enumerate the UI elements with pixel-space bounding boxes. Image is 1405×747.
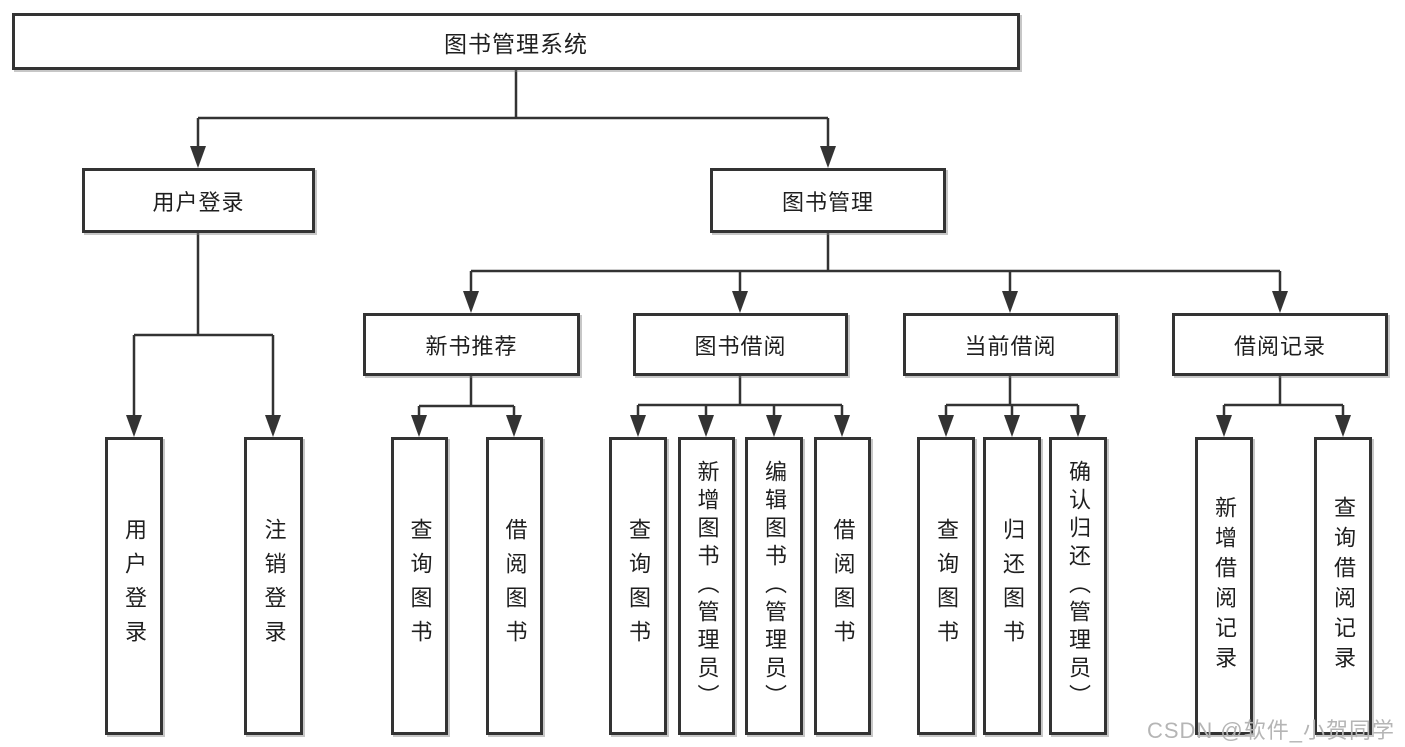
arrowhead xyxy=(463,291,479,313)
leaf-query-books-recommend: 查询图书 xyxy=(391,437,448,735)
connector-recommend-to-leaves xyxy=(417,376,516,422)
leaf-label: 借阅图书 xyxy=(502,518,528,654)
leaf-confirm-return-admin: 确认归还（管理员） xyxy=(1049,437,1107,735)
arrowhead xyxy=(1216,415,1232,437)
arrowhead xyxy=(506,415,522,437)
arrowhead xyxy=(820,146,836,168)
node-user-login-branch: 用户登录 xyxy=(82,168,315,233)
leaf-return-books: 归还图书 xyxy=(983,437,1041,735)
arrowhead xyxy=(190,146,206,168)
arrowhead xyxy=(411,415,427,437)
arrowhead xyxy=(1272,291,1288,313)
arrowhead xyxy=(732,291,748,313)
leaf-label: 确认归还（管理员） xyxy=(1066,460,1091,712)
arrowhead xyxy=(1002,291,1018,313)
arrowhead xyxy=(265,415,281,437)
node-book-borrowing: 图书借阅 xyxy=(633,313,848,376)
arrowhead xyxy=(1070,415,1086,437)
leaf-query-books-borrowing: 查询图书 xyxy=(609,437,667,735)
leaf-label: 查询图书 xyxy=(407,518,433,654)
leaf-label: 编辑图书（管理员） xyxy=(762,460,787,712)
leaf-logout: 注销登录 xyxy=(244,437,303,735)
watermark: CSDN @软件_小贺同学 xyxy=(1146,718,1395,743)
node-library-management-system: 图书管理系统 xyxy=(12,13,1020,70)
arrowhead xyxy=(834,415,850,437)
leaf-label: 查询图书 xyxy=(626,518,651,654)
leaf-user-login: 用户登录 xyxy=(105,437,163,735)
arrowhead xyxy=(766,415,782,437)
leaf-borrow-books: 借阅图书 xyxy=(814,437,871,735)
node-book-management-branch: 图书管理 xyxy=(710,168,946,233)
leaf-add-books-admin: 新增图书（管理员） xyxy=(678,437,735,735)
connector-borrow-to-leaves xyxy=(636,376,844,422)
arrowhead xyxy=(1335,415,1351,437)
leaf-query-borrow-record: 查询借阅记录 xyxy=(1314,437,1372,735)
leaf-label: 查询图书 xyxy=(934,518,959,654)
node-new-book-recommendation: 新书推荐 xyxy=(363,313,580,376)
leaf-label: 新增图书（管理员） xyxy=(694,460,720,712)
leaf-query-books-current: 查询图书 xyxy=(917,437,975,735)
leaf-label: 借阅图书 xyxy=(830,518,856,654)
connector-current-to-leaves xyxy=(944,376,1080,422)
arrowhead xyxy=(1004,415,1020,437)
leaf-add-borrow-record: 新增借阅记录 xyxy=(1195,437,1253,735)
leaf-borrow-books-recommend: 借阅图书 xyxy=(486,437,543,735)
node-current-borrowing: 当前借阅 xyxy=(903,313,1118,376)
leaf-label: 新增借阅记录 xyxy=(1212,496,1237,676)
leaf-label: 归还图书 xyxy=(1000,518,1025,654)
node-borrowing-records: 借阅记录 xyxy=(1172,313,1388,376)
arrowhead xyxy=(938,415,954,437)
leaf-label: 注销登录 xyxy=(261,518,287,654)
arrowhead xyxy=(126,415,142,437)
connector-mgmt-to-level2 xyxy=(469,233,1282,296)
connector-records-to-leaves xyxy=(1222,376,1345,422)
leaf-edit-books-admin: 编辑图书（管理员） xyxy=(745,437,803,735)
leaf-label: 用户登录 xyxy=(122,518,147,654)
arrowhead xyxy=(630,415,646,437)
connector-root-to-level1 xyxy=(196,70,830,150)
leaf-label: 查询借阅记录 xyxy=(1331,496,1356,676)
connector-login-to-leaves xyxy=(132,233,275,420)
arrowhead xyxy=(698,415,714,437)
